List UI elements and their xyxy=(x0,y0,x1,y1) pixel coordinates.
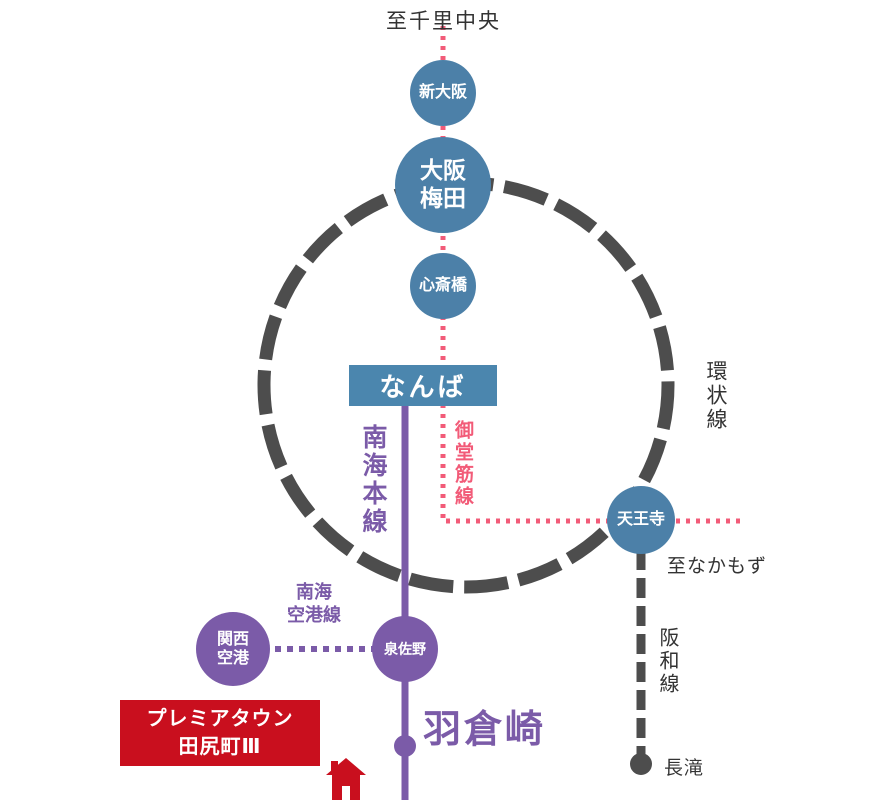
hanwa-line-label: 阪和線 xyxy=(656,627,678,696)
station-shin-osaka: 新大阪 xyxy=(410,60,476,126)
hagurazaki-station-label: 羽倉崎 xyxy=(423,709,547,751)
station-shinsaibashi: 心斎橋 xyxy=(410,253,476,319)
station-namba: なんば xyxy=(349,365,497,406)
midosuji-line-label: 御堂筋線 xyxy=(452,420,473,508)
to-senri-chuo-label: 至千里中央 xyxy=(386,10,501,33)
station-kansai-airport: 関西 空港 xyxy=(196,612,270,686)
loop-line-label: 環状線 xyxy=(704,360,727,432)
station-osaka-umeda: 大阪 梅田 xyxy=(395,137,491,233)
nagataki-station-dot xyxy=(630,753,652,775)
property-callout: プレミアタウン 田尻町Ⅲ xyxy=(120,700,320,766)
nankai-main-line-label: 南海本線 xyxy=(359,424,387,536)
hagurazaki-station-dot xyxy=(394,735,416,757)
to-nakamozu-label: 至なかもず xyxy=(667,556,768,577)
nagataki-station-label: 長滝 xyxy=(664,758,705,779)
house-icon xyxy=(326,758,366,800)
station-izumisano: 泉佐野 xyxy=(372,616,438,682)
station-tennoji: 天王寺 xyxy=(607,486,675,554)
nankai-airport-line-label: 南海 空港線 xyxy=(287,582,341,625)
